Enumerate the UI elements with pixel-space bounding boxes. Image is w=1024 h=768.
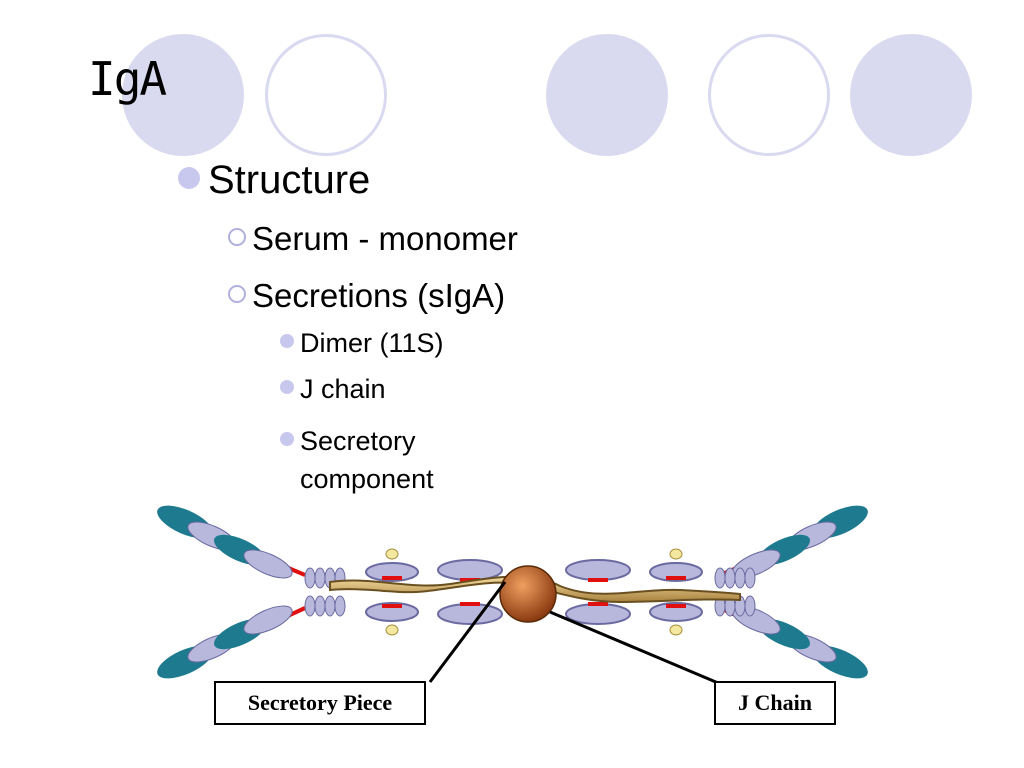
label-text: J Chain	[738, 690, 812, 715]
fab-arm-upper-left	[157, 505, 306, 579]
bullet-structure: Structure	[178, 158, 370, 203]
bullet-secretions: Secretions (sIgA)	[228, 277, 505, 315]
slide-title: IgA	[88, 52, 167, 106]
decorative-circle	[122, 34, 244, 156]
bullet-text: J chain	[300, 374, 386, 404]
bullet-text: Dimer (11S)	[300, 328, 444, 358]
bullet-serum: Serum - monomer	[228, 220, 518, 258]
carbohydrate-dots	[385, 548, 683, 636]
bullet-text: Secretory	[300, 426, 416, 456]
label-j-chain: J Chain	[714, 681, 836, 725]
siga-dimer-diagram	[157, 505, 868, 690]
label-secretory-piece: Secretory Piece	[214, 681, 426, 725]
j-chain-sphere	[499, 565, 557, 623]
secretory-piece-ribbon	[329, 575, 741, 604]
fab-arm-lower-left	[157, 605, 306, 679]
fab-arm-upper-right	[719, 505, 868, 579]
bullet-dimer: Dimer (11S)	[280, 328, 444, 359]
fc-domains-left	[365, 559, 503, 625]
pointer-line-jchain	[549, 610, 731, 690]
decorative-ring	[708, 34, 830, 156]
bullet-text: Structure	[208, 158, 371, 202]
bullet-text: Serum - monomer	[252, 220, 518, 257]
bullet-secretory: Secretory component	[280, 422, 434, 498]
bullet-ring-icon	[228, 228, 246, 247]
decorative-circle	[850, 34, 972, 156]
bullet-text-continued: component	[300, 464, 434, 494]
bullet-text: Secretions (sIgA)	[252, 277, 506, 314]
bullet-dot-icon	[280, 379, 294, 394]
bullet-dot-icon	[280, 431, 294, 446]
fc-domains-right	[565, 559, 703, 625]
decorative-circle	[546, 34, 668, 156]
bullet-jchain: J chain	[280, 374, 386, 405]
decorative-ring	[265, 34, 387, 156]
bullet-ring-icon	[228, 285, 246, 304]
bullet-dot-icon	[280, 333, 294, 348]
label-text: Secretory Piece	[247, 690, 393, 715]
hinge-left	[304, 567, 346, 617]
pointer-line-secretory	[428, 581, 507, 683]
bullet-dot-icon	[178, 167, 200, 190]
